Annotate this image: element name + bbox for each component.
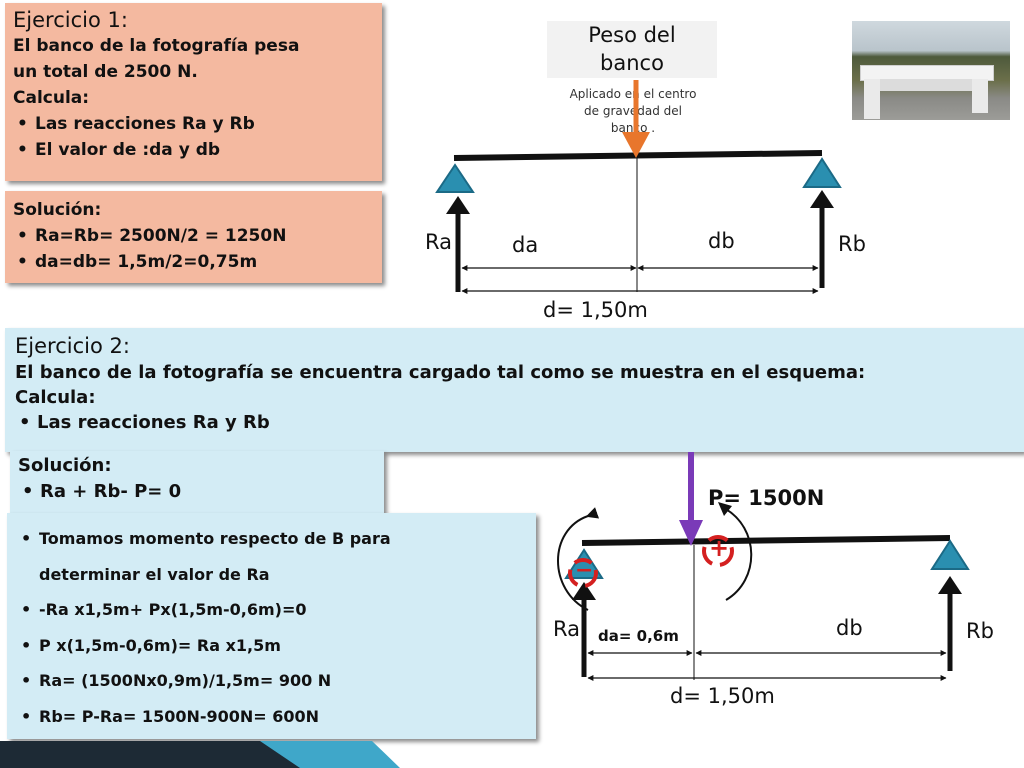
diagram-1-rb: Rb [838, 232, 866, 256]
support-b-2 [930, 539, 970, 570]
exercise-1-title: Ejercicio 1: [13, 8, 128, 32]
exercise-2-title: Ejercicio 2: [15, 334, 130, 358]
exercise-2-box: Ejercicio 2: El banco de la fotografía s… [5, 328, 1024, 452]
diagram-2-p: P= 1500N [708, 486, 825, 510]
beam-2 [581, 535, 951, 546]
moments-item-continued: determinar el valor de Ra [39, 564, 270, 584]
exercise-2-item: Las reacciones Ra y Rb [15, 410, 1014, 435]
diagram-2-db: db [836, 616, 863, 640]
diagram-2-da: da= 0,6m [598, 627, 679, 645]
diagram-2-ra: Ra [553, 617, 580, 641]
exercise-1-line-1: El banco de la fotografía pesa [13, 36, 300, 56]
reaction-b-head-1 [810, 190, 834, 208]
weight-label-line-2: banco [600, 51, 664, 75]
moments-list: Tomamos momento respecto de B para deter… [17, 521, 526, 734]
solution-2-title: Solución: [18, 455, 112, 476]
weight-note-line-1: Aplicado en el centro [569, 87, 697, 101]
diagram-2-d: d= 1,50m [670, 684, 775, 708]
support-b-1 [802, 157, 842, 188]
diagram-1-db: db [708, 229, 735, 253]
diagram-2-rb: Rb [966, 619, 994, 643]
bench-photo [852, 21, 1010, 120]
weight-label-line-1: Peso del [588, 23, 676, 47]
exercise-1-line-2: un total de 2500 N. [13, 62, 198, 82]
moment-sign-minus: − [575, 558, 594, 583]
load-arrow-head [679, 520, 703, 546]
solution-2-box: Solución: Ra + Rb- P= 0 [10, 451, 384, 521]
solution-1-box: Solución: Ra=Rb= 2500N/2 = 1250N da=db= … [5, 191, 382, 283]
exercise-1-calcula: Calcula: [13, 88, 90, 108]
weight-label-box: Peso del banco [547, 21, 717, 78]
weight-note-line-2: de gravedad del [584, 104, 682, 118]
diagram-1-ra: Ra [425, 230, 452, 254]
solution-2-item: Ra + Rb- P= 0 [18, 479, 376, 505]
diagram-1-d: d= 1,50m [543, 298, 648, 322]
support-a-1 [435, 163, 475, 193]
exercise-2-line-1: El banco de la fotografía se encuentra c… [15, 362, 866, 383]
moments-item: Tomamos momento respecto de B para [17, 521, 526, 557]
moments-item: Rb= P-Ra= 1500N-900N= 600N [17, 699, 526, 735]
moments-item: P x(1,5m-0,6m)= Ra x1,5m [17, 628, 526, 664]
solution-1-item: Ra=Rb= 2500N/2 = 1250N [13, 223, 374, 249]
exercise-1-item: Las reacciones Ra y Rb [13, 111, 374, 137]
moments-box: Tomamos momento respecto de B para deter… [7, 513, 536, 739]
bench-front [880, 79, 972, 91]
bench-leg-left [864, 79, 880, 119]
exercise-1-list: Las reacciones Ra y Rb El valor de :da y… [13, 111, 374, 163]
reaction-a-head-2 [572, 582, 596, 600]
solution-2-list: Ra + Rb- P= 0 [18, 479, 376, 505]
beam-1 [453, 150, 823, 161]
footer-triangle-accent [260, 741, 400, 768]
solution-1-item: da=db= 1,5m/2=0,75m [13, 249, 374, 275]
reaction-b-head-2 [938, 576, 962, 594]
exercise-1-item: El valor de :da y db [13, 137, 374, 163]
reaction-a-head-1 [446, 196, 470, 214]
exercise-1-box: Ejercicio 1: El banco de la fotografía p… [5, 3, 382, 181]
solution-1-list: Ra=Rb= 2500N/2 = 1250N da=db= 1,5m/2=0,7… [13, 223, 374, 275]
exercise-1-statement: El banco de la fotografía pesa un total … [13, 33, 374, 163]
moment-sign-plus: + [709, 534, 730, 562]
weight-note: Aplicado en el centro de gravedad del ba… [548, 86, 718, 137]
moments-item: Ra= (1500Nx0,9m)/1,5m= 900 N [17, 663, 526, 699]
moments-item: -Ra x1,5m+ Px(1,5m-0,6m)=0 [17, 592, 526, 628]
bench-leg-right [972, 79, 988, 113]
solution-1-title: Solución: [13, 200, 102, 220]
exercise-2-list: Las reacciones Ra y Rb [15, 410, 1014, 435]
footer-triangle-dark [0, 741, 372, 768]
weight-note-line-3: banco . [610, 121, 656, 135]
exercise-2-calcula: Calcula: [15, 387, 96, 408]
exercise-2-statement: El banco de la fotografía se encuentra c… [15, 360, 1014, 435]
diagram-1-da: da [512, 233, 539, 257]
